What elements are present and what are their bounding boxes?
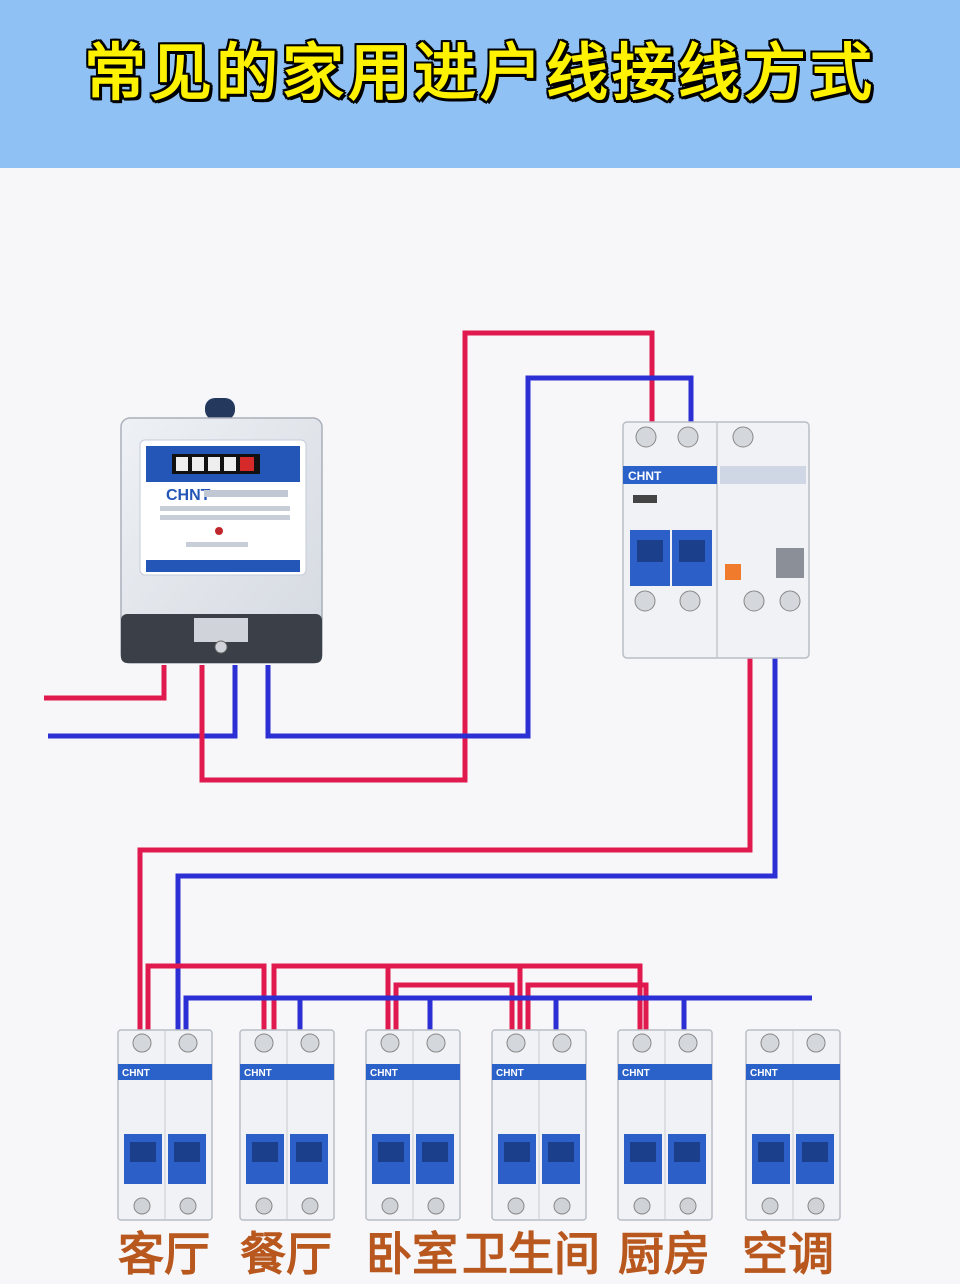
meter-brand-logo: CHNT bbox=[166, 487, 211, 504]
circuit-label-dining-room: 餐厅 bbox=[240, 1227, 332, 1281]
branch-breaker: CHNT bbox=[117, 1029, 213, 1221]
branch-breaker: CHNT bbox=[239, 1029, 335, 1221]
circuit-label-kitchen: 厨房 bbox=[618, 1227, 710, 1281]
branch-brand-logo: CHNT bbox=[244, 1068, 272, 1079]
page-title: 常见的家用进户线接线方式 bbox=[83, 36, 876, 109]
branch-breakers: CHNT CHNT CHNT bbox=[117, 1029, 841, 1221]
main-to-bus-live-wire bbox=[137, 625, 753, 1035]
neutral-bus-wire bbox=[183, 995, 812, 1035]
branch-breaker: CHNT bbox=[745, 1029, 841, 1221]
branch-brand-logo: CHNT bbox=[370, 1068, 398, 1079]
terminal-screw bbox=[779, 590, 801, 612]
branch-brand-logo: CHNT bbox=[496, 1068, 524, 1079]
main-breaker: CHNT bbox=[622, 421, 810, 659]
terminal-screw bbox=[732, 426, 754, 448]
terminal-screw bbox=[635, 426, 657, 448]
electricity-meter: CHNT bbox=[120, 398, 323, 664]
main-to-bus-neutral-wire bbox=[175, 625, 778, 1035]
terminal-screw bbox=[634, 590, 656, 612]
live-bus-wire bbox=[525, 982, 649, 1035]
incoming-live-wire bbox=[44, 665, 167, 701]
terminal-screw bbox=[679, 590, 701, 612]
circuit-label-bedroom: 卧室 bbox=[366, 1227, 458, 1281]
incoming-neutral-wire bbox=[48, 665, 238, 739]
terminal-screw bbox=[743, 590, 765, 612]
main-breaker-brand-logo: CHNT bbox=[628, 469, 662, 483]
live-bus-wire bbox=[393, 982, 515, 1035]
circuit-label-bathroom: 卫生间 bbox=[462, 1227, 600, 1281]
branch-breaker: CHNT bbox=[365, 1029, 461, 1221]
meter-to-breaker-neutral-wire bbox=[265, 375, 694, 739]
branch-breaker: CHNT bbox=[617, 1029, 713, 1221]
branch-brand-logo: CHNT bbox=[122, 1068, 150, 1079]
circuit-label-air-conditioner: 空调 bbox=[742, 1227, 834, 1281]
branch-brand-logo: CHNT bbox=[750, 1068, 778, 1079]
meter-to-breaker-live-wire bbox=[199, 330, 655, 783]
branch-brand-logo: CHNT bbox=[622, 1068, 650, 1079]
header-banner bbox=[0, 0, 960, 168]
branch-breaker: CHNT bbox=[491, 1029, 587, 1221]
terminal-screw bbox=[677, 426, 699, 448]
circuit-label-living-room: 客厅 bbox=[118, 1227, 210, 1281]
